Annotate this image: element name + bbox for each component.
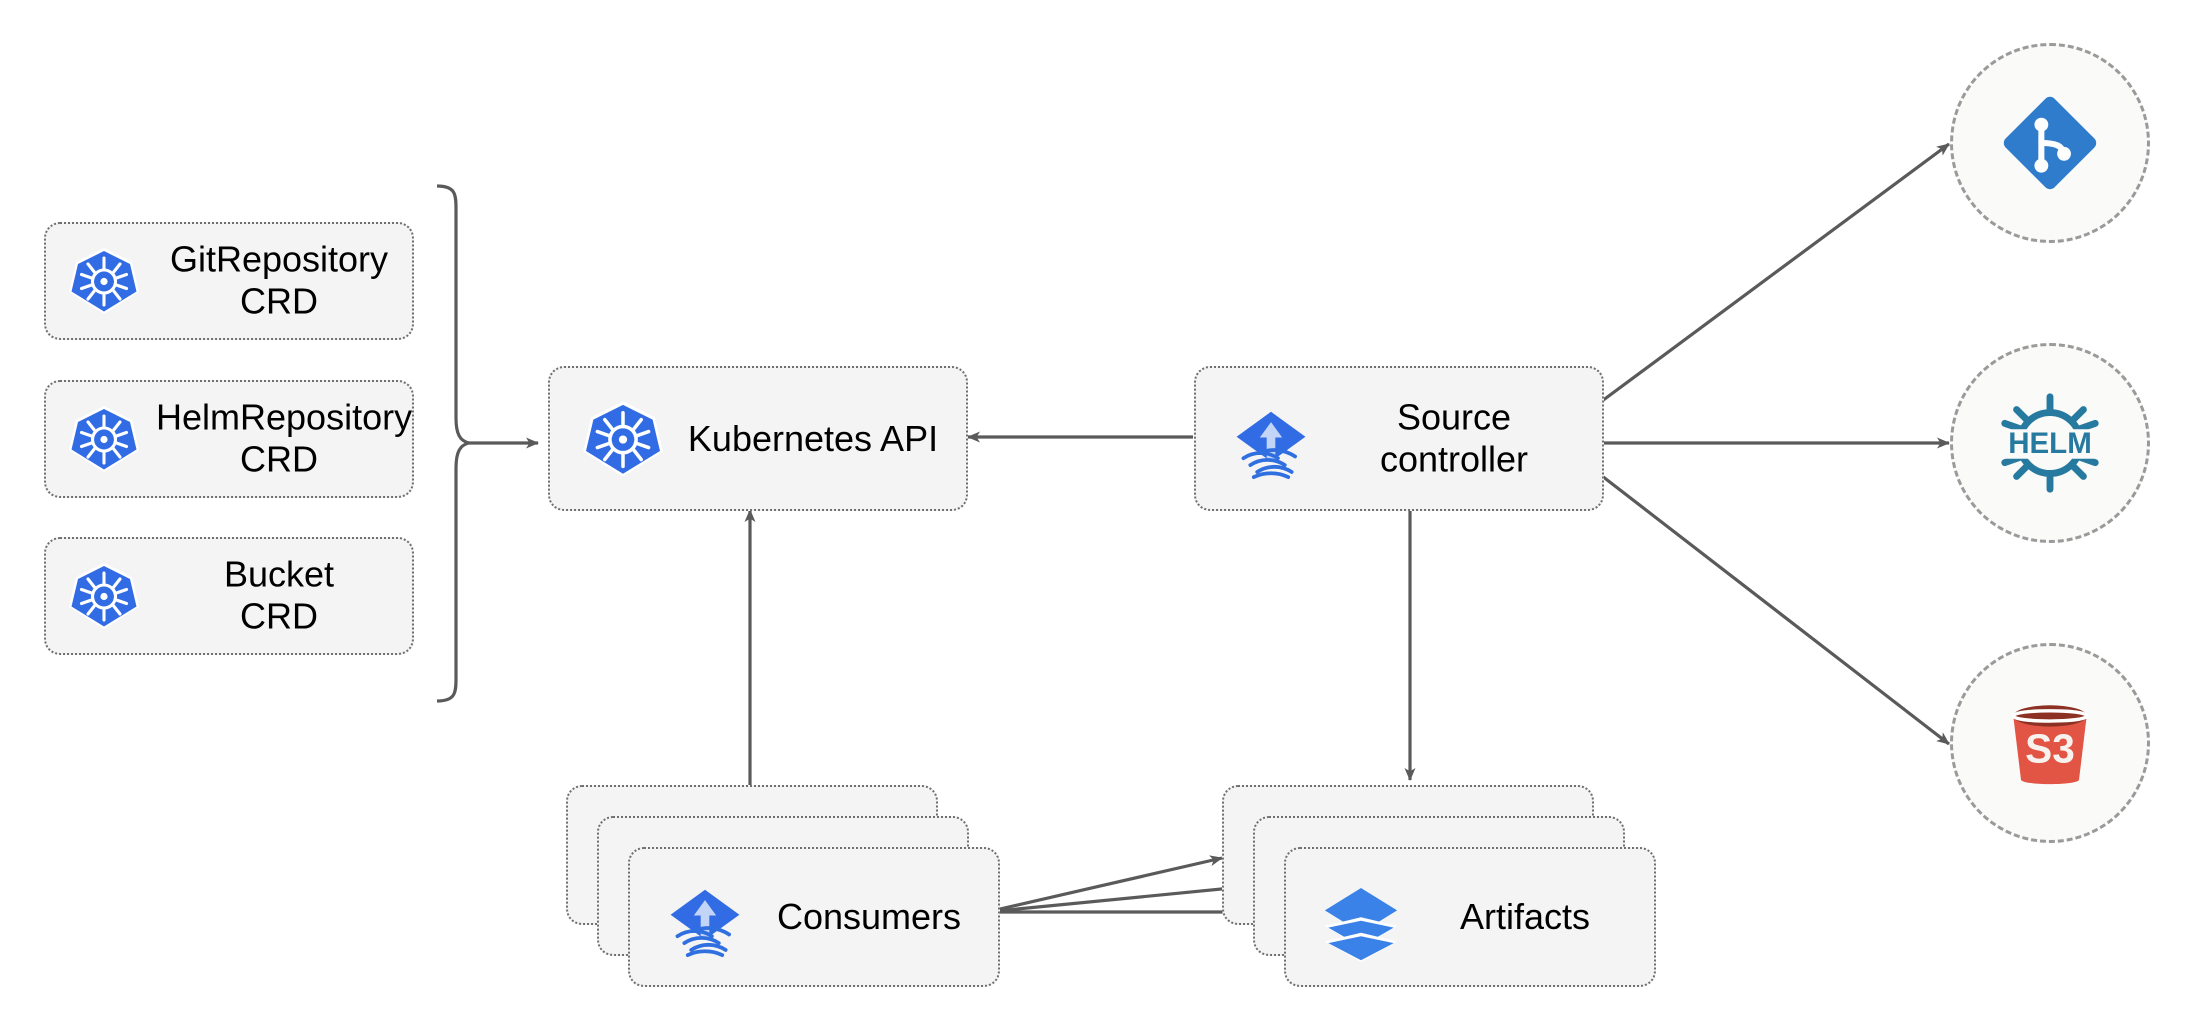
consumers-card-front[interactable]: Consumers [628, 847, 1000, 987]
node-label: Artifacts [1459, 895, 1591, 937]
source-circle-s3[interactable]: S3 [1950, 643, 2150, 843]
edge-consumers-to-artifacts-top [986, 855, 1223, 914]
edge-source-controller-to-git [1601, 142, 1950, 403]
helm-wordmark: HELM [2008, 427, 2092, 460]
flux-icon [1228, 398, 1310, 480]
kubernetes-icon [68, 560, 140, 632]
node-source-controller[interactable]: Source controller [1194, 366, 1604, 511]
s3-wordmark: S3 [2025, 725, 2075, 771]
crd-card-helmrepository[interactable]: HelmRepository CRD [44, 380, 414, 498]
node-artifacts-stack[interactable]: Artifacts [1222, 785, 1662, 987]
kubernetes-icon [68, 245, 140, 317]
node-consumers-stack[interactable]: Consumers [566, 785, 1006, 987]
node-label: Kubernetes API [687, 417, 939, 459]
node-kubernetes-api[interactable]: Kubernetes API [548, 366, 968, 511]
crd-label: GitRepository CRD [169, 238, 389, 322]
crd-label: HelmRepository CRD [156, 396, 413, 480]
flux-icon [662, 876, 744, 958]
layers-icon [1318, 876, 1400, 962]
crd-card-bucket[interactable]: Bucket CRD [44, 537, 414, 655]
node-label: Source controller [1379, 396, 1529, 480]
kubernetes-icon [582, 398, 664, 480]
node-label: Consumers [776, 895, 962, 937]
edge-source-controller-to-s3 [1601, 474, 1950, 746]
crd-card-gitrepository[interactable]: GitRepository CRD [44, 222, 414, 340]
helm-icon: HELM [1991, 384, 2109, 502]
s3-icon: S3 [1992, 685, 2108, 801]
artifacts-card-front[interactable]: Artifacts [1284, 847, 1656, 987]
crd-label: Bucket CRD [223, 553, 335, 637]
kubernetes-icon [68, 403, 140, 475]
source-circle-git[interactable] [1950, 43, 2150, 243]
edge-consumers-to-artifacts-mid [986, 881, 1253, 914]
git-icon [1996, 89, 2104, 197]
edge-crd-brace [436, 184, 470, 703]
source-circle-helm[interactable]: HELM [1950, 343, 2150, 543]
